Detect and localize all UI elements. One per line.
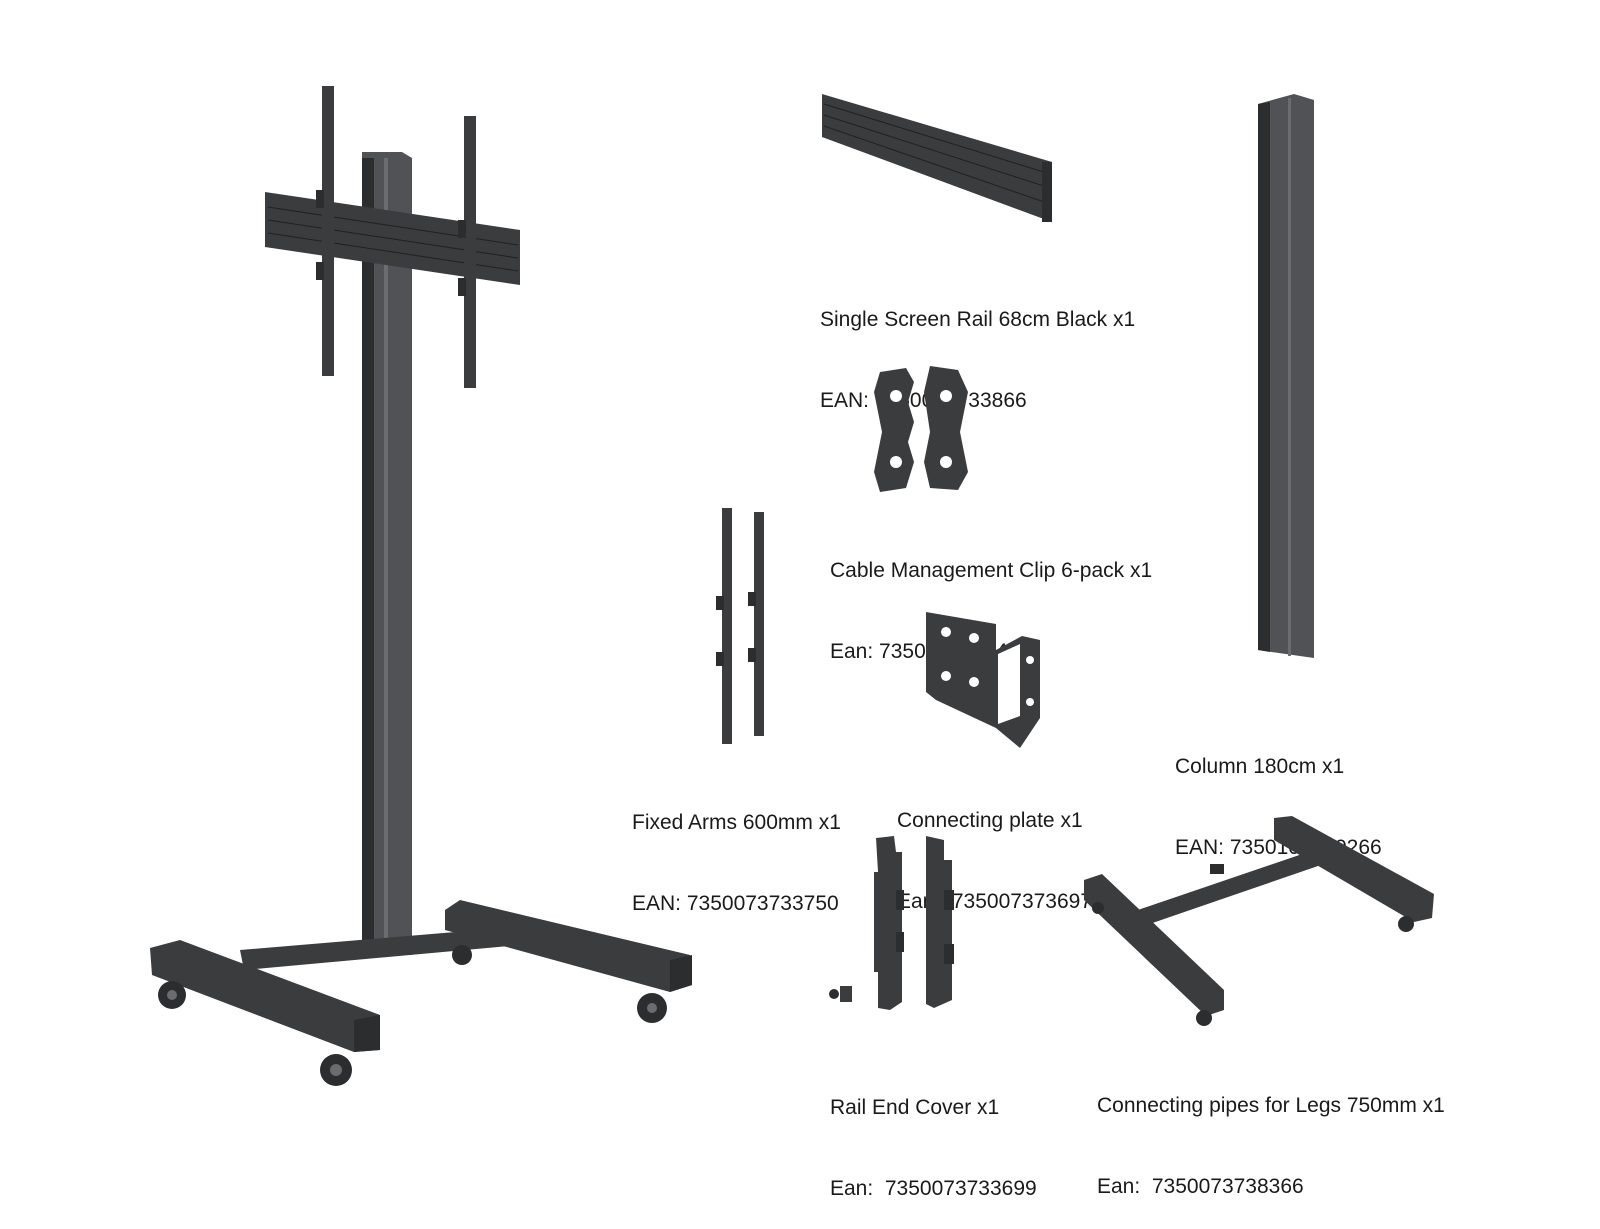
plate-label: Connecting plate x1 Ean: 7350073736973 — [897, 753, 1104, 942]
pipes-label: Connecting pipes for Legs 750mm x1 Ean: … — [1097, 1038, 1445, 1227]
arms-label: Fixed Arms 600mm x1 EAN: 7350073733750 — [632, 755, 841, 944]
connecting-pipes-image — [1084, 816, 1434, 1026]
pipes-ean: Ean: 7350073738366 — [1097, 1175, 1304, 1198]
arms-name: Fixed Arms 600mm x1 — [632, 811, 841, 834]
endcover-name: Rail End Cover x1 — [830, 1096, 1000, 1119]
rail-label: Single Screen Rail 68cm Black x1 EAN: 73… — [820, 252, 1135, 441]
screen-rail-image — [822, 94, 1052, 222]
clip-name: Cable Management Clip 6-pack x1 — [830, 559, 1153, 582]
column-image — [1258, 94, 1314, 658]
endcover-ean: Ean: 7350073733699 — [830, 1177, 1037, 1200]
connecting-plate-image — [926, 612, 1040, 748]
endcover-label: Rail End Cover x1 Ean: 7350073733699 — [830, 1040, 1037, 1229]
plate-name: Connecting plate x1 — [897, 809, 1083, 832]
column-name: Column 180cm x1 — [1175, 755, 1345, 778]
fixed-arms-image — [716, 508, 764, 744]
arms-ean: EAN: 7350073733750 — [632, 892, 839, 915]
cable-clip-image — [874, 366, 968, 492]
rail-name: Single Screen Rail 68cm Black x1 — [820, 308, 1136, 331]
pipes-name: Connecting pipes for Legs 750mm x1 — [1097, 1094, 1445, 1117]
rail-ean: EAN: 7350073733866 — [820, 389, 1027, 412]
assembled-floor-stand-image — [150, 86, 692, 1086]
rail-end-cover-image — [829, 836, 954, 1010]
